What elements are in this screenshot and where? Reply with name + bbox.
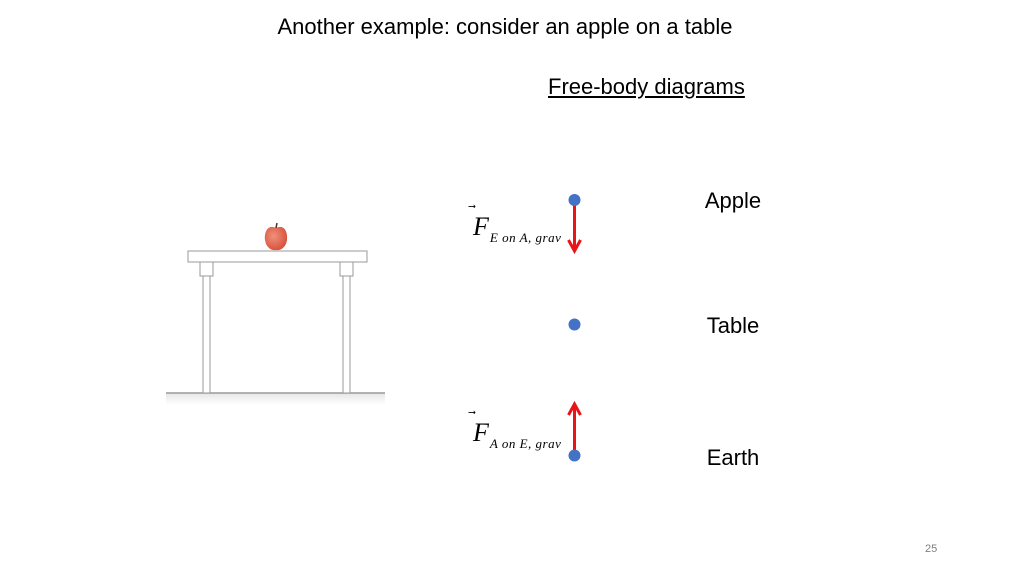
fbd-earth (567, 400, 582, 462)
floor (166, 393, 385, 405)
apple-dot (568, 194, 581, 206)
fbd-heading: Free-body diagrams (548, 74, 745, 99)
earth-dot (568, 449, 581, 462)
arrowhead-down (567, 239, 582, 255)
table-leg-right (342, 274, 351, 394)
fbd-table (568, 318, 581, 331)
slide-title: Another example: consider an apple on a … (277, 14, 733, 39)
force-subscript: A on E, grav (489, 436, 562, 451)
table-block-left (199, 261, 214, 277)
force-label-earth-on-apple: ⃗FE on A, grav (473, 212, 562, 245)
table-leg-left (202, 274, 211, 394)
label-apple: Apple (704, 188, 762, 213)
page-number: 25 (925, 543, 938, 555)
force-label-apple-on-earth: ⃗FA on E, grav (473, 418, 562, 451)
table-block-right (339, 261, 354, 277)
arrowhead-up (567, 400, 582, 416)
label-table: Table (706, 313, 760, 338)
table-top (187, 250, 368, 263)
table-dot (568, 318, 581, 331)
apple-illustration (264, 222, 288, 251)
force-symbol: ⃗F (473, 212, 489, 241)
fbd-apple (567, 194, 582, 255)
force-symbol: ⃗F (473, 418, 489, 447)
table-illustration (166, 222, 385, 405)
force-subscript: E on A, grav (489, 230, 562, 245)
label-earth: Earth (706, 445, 760, 470)
